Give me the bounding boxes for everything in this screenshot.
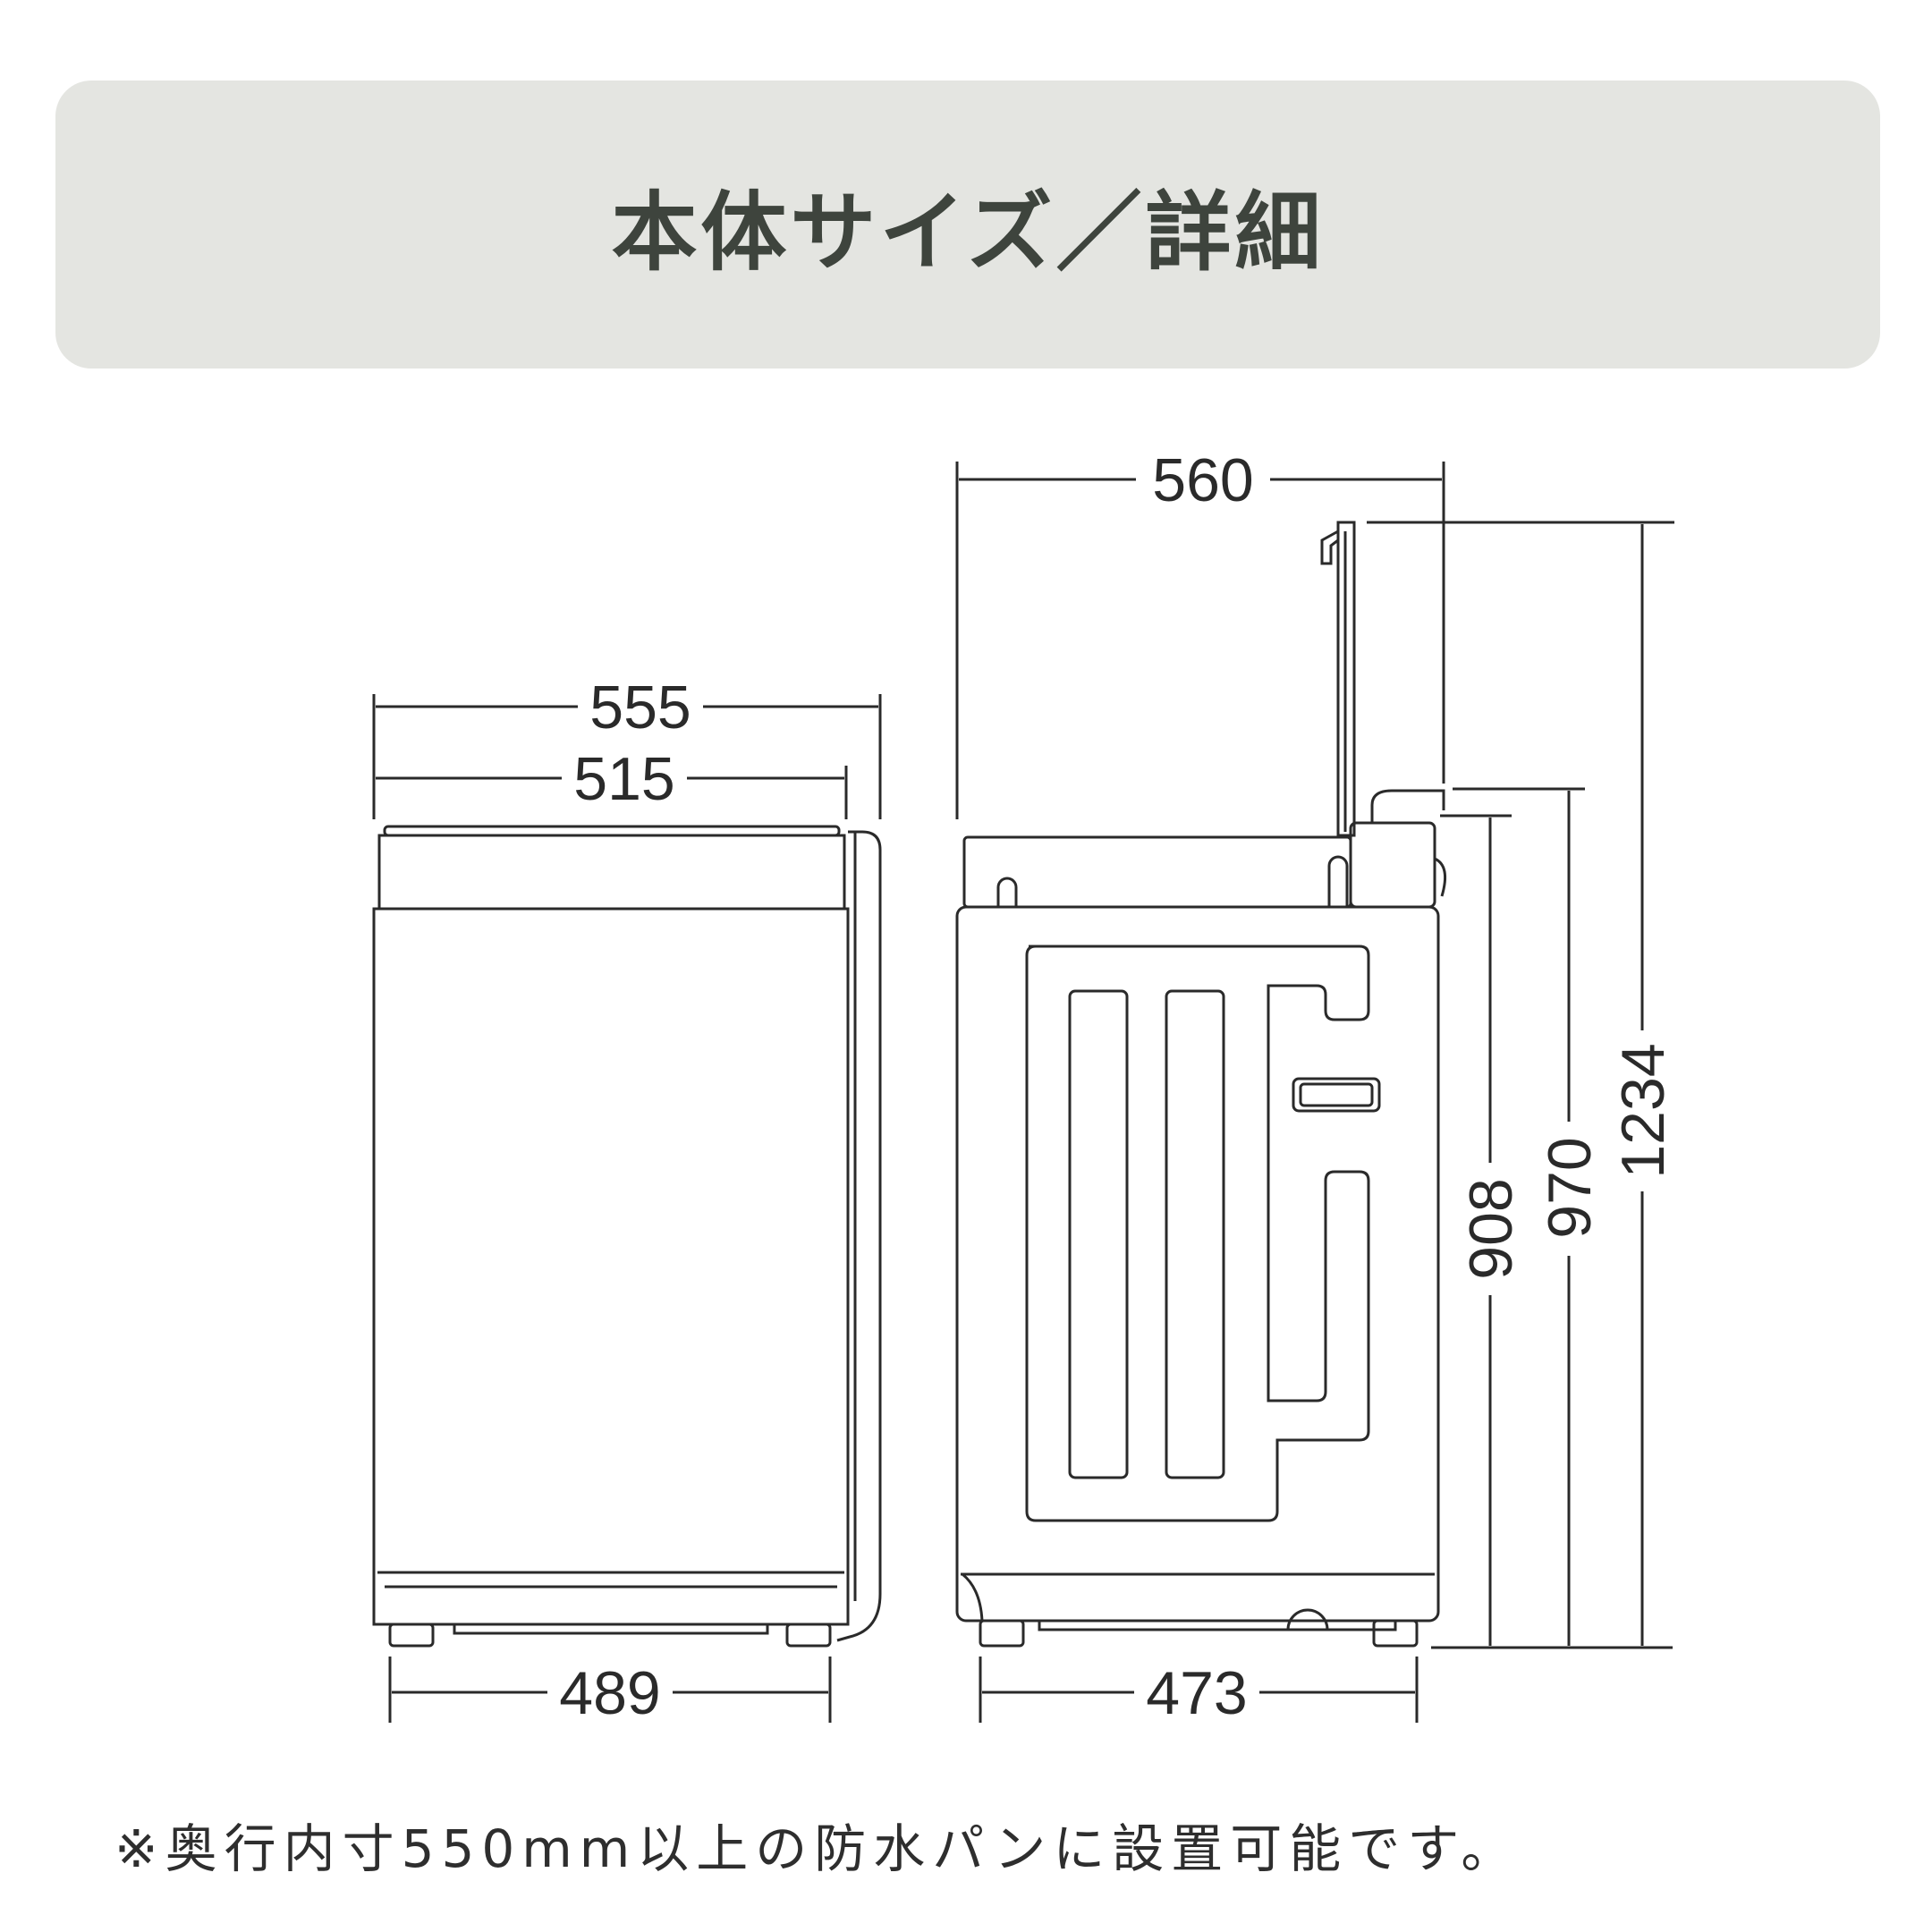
dim-front-base-width: 489 bbox=[392, 1659, 828, 1727]
label-560: 560 bbox=[1152, 446, 1253, 514]
footnote: ※奥行内寸550mm以上の防水パンに設置可能です。 bbox=[114, 1818, 1521, 1879]
label-515: 515 bbox=[573, 745, 674, 813]
dimension-lines: 555 515 489 560 473 908 bbox=[372, 446, 1677, 1727]
dim-front-body-width: 515 bbox=[376, 745, 844, 813]
label-473: 473 bbox=[1146, 1659, 1247, 1727]
label-908: 908 bbox=[1457, 1178, 1525, 1279]
header-banner: 本体サイズ／詳細 bbox=[55, 80, 1880, 369]
label-970: 970 bbox=[1536, 1137, 1604, 1238]
label-489: 489 bbox=[559, 1659, 660, 1727]
dim-height-body: 908 bbox=[1457, 818, 1525, 1646]
label-1234: 1234 bbox=[1609, 1043, 1677, 1178]
dim-height-lid-open: 1234 bbox=[1609, 524, 1677, 1646]
dim-front-outer-width: 555 bbox=[376, 674, 878, 741]
label-555: 555 bbox=[589, 674, 691, 741]
dim-side-base-depth: 473 bbox=[982, 1659, 1415, 1727]
dim-side-open-depth: 560 bbox=[959, 446, 1442, 514]
front-view bbox=[372, 825, 882, 1648]
page-title: 本体サイズ／詳細 bbox=[611, 182, 1325, 283]
side-view bbox=[955, 521, 1447, 1648]
dim-height-hose: 970 bbox=[1536, 791, 1604, 1646]
